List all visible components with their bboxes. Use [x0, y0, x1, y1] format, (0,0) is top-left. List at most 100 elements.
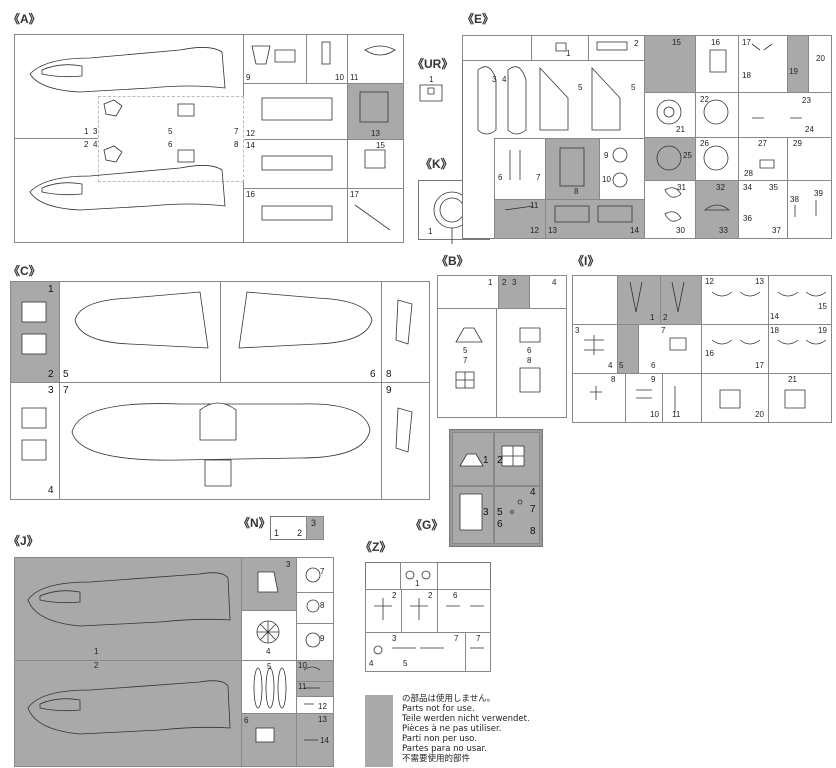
part-c-4: 4	[48, 485, 54, 496]
part-j-7: 7	[320, 567, 325, 576]
part-e-11: 11	[530, 201, 539, 210]
part-g-8: 8	[530, 526, 536, 537]
part-i-14: 14	[770, 312, 779, 321]
sprue-label-n: 《N》	[238, 516, 271, 530]
sprue-a-cell-16	[243, 188, 348, 243]
part-a-4: 4	[93, 140, 98, 149]
sprue-label-k: 《K》	[420, 157, 453, 171]
part-e-28: 28	[744, 169, 753, 178]
part-e-9: 9	[604, 151, 609, 160]
part-i-6: 6	[651, 361, 656, 370]
part-b-2: 2	[502, 278, 507, 287]
sprue-i-cell-14-15	[768, 275, 832, 325]
part-a-15: 15	[376, 141, 385, 150]
sprue-e-cell-top-left	[462, 35, 532, 61]
part-j-3: 3	[286, 560, 291, 569]
sprue-a-cell-13-unused	[347, 83, 404, 140]
part-e-16: 16	[711, 38, 720, 47]
part-i-2: 2	[663, 313, 668, 322]
part-a-5: 5	[168, 127, 173, 136]
legend-line-zh: 不需要使用的部件	[402, 754, 471, 764]
part-b-1: 1	[488, 278, 493, 287]
part-z-6: 6	[453, 591, 458, 600]
part-i-9: 9	[651, 375, 656, 384]
part-a-14: 14	[246, 141, 255, 150]
part-g-6: 6	[497, 519, 503, 530]
part-z-3: 3	[392, 634, 397, 643]
sprue-i-cell-18-19	[768, 324, 832, 374]
part-e-23: 23	[802, 96, 811, 105]
part-j-8: 8	[320, 601, 325, 610]
part-g-3: 3	[483, 507, 489, 518]
sprue-label-g: 《G》	[410, 518, 444, 532]
part-c-1: 1	[48, 284, 54, 295]
part-e-3: 3	[492, 75, 497, 84]
part-n-2: 2	[297, 528, 303, 538]
part-i-18: 18	[770, 326, 779, 335]
part-e-39: 39	[814, 189, 823, 198]
part-e-4: 4	[502, 75, 507, 84]
part-a-10: 10	[335, 73, 344, 82]
part-i-21: 21	[788, 375, 797, 384]
part-j-10: 10	[298, 661, 307, 670]
part-z-2b: 2	[428, 591, 433, 600]
part-i-1: 1	[650, 313, 655, 322]
sprue-e-cell-1	[531, 35, 589, 61]
legend-line-jp: の部品は使用しません。	[402, 694, 496, 704]
part-e-1: 1	[566, 49, 571, 58]
part-e-20: 20	[816, 54, 825, 63]
sprue-i-cell-2-unused	[660, 275, 702, 325]
part-c-3: 3	[48, 385, 54, 396]
part-a-16: 16	[246, 190, 255, 199]
sprue-j-cell-1-unused	[14, 557, 242, 661]
part-e-18: 18	[742, 71, 751, 80]
part-c-2: 2	[48, 369, 54, 380]
part-g-2: 2	[497, 455, 503, 466]
sprue-label-a: 《A》	[8, 12, 41, 26]
part-a-17: 17	[350, 190, 359, 199]
part-b-6: 6	[527, 346, 532, 355]
part-z-1: 1	[415, 579, 420, 588]
unused-part-swatch	[365, 695, 393, 767]
part-i-7: 7	[661, 326, 666, 335]
sprue-label-c: 《C》	[8, 264, 41, 278]
part-e-31: 31	[677, 183, 686, 192]
part-c-6: 6	[370, 369, 376, 380]
part-e-5b: 5	[631, 83, 636, 92]
part-e-29: 29	[793, 139, 802, 148]
part-j-13: 13	[318, 715, 327, 724]
sprue-b-cell-6-8	[496, 308, 567, 418]
legend-line-it: Parti non per uso.	[402, 734, 477, 744]
sprue-i-cell-16-17	[701, 324, 769, 374]
part-i-3: 3	[575, 326, 580, 335]
part-b-5: 5	[463, 346, 468, 355]
part-e-21: 21	[676, 125, 685, 134]
part-a-13: 13	[371, 129, 380, 138]
sprue-a-cell-12	[243, 83, 348, 140]
part-j-6: 6	[244, 716, 249, 725]
legend-line-de: Teile werden nicht verwendet.	[402, 714, 530, 724]
sprue-label-b: 《B》	[436, 254, 469, 268]
sprue-label-e: 《E》	[462, 12, 495, 26]
part-b-7: 7	[463, 356, 468, 365]
unused-parts-legend: の部品は使用しません。 Parts not for use. Teile wer…	[402, 694, 530, 764]
part-j-5: 5	[267, 662, 272, 671]
part-e-32: 32	[716, 183, 725, 192]
sprue-e-cell-15-unused	[644, 35, 696, 93]
part-e-2: 2	[634, 39, 639, 48]
sprue-e-cell-11-12-unused	[494, 199, 546, 239]
part-z-2: 2	[392, 591, 397, 600]
sprue-e-cell-29	[787, 137, 832, 181]
sprue-e-cell-32-33-unused	[695, 180, 739, 239]
sprue-i-cell-1-unused	[617, 275, 661, 325]
part-ur-1: 1	[429, 75, 434, 84]
part-i-11: 11	[672, 410, 681, 419]
part-e-15: 15	[672, 38, 681, 47]
part-c-9: 9	[386, 385, 392, 396]
part-e-27: 27	[758, 139, 767, 148]
part-a-12: 12	[246, 129, 255, 138]
part-g-7: 7	[530, 504, 536, 515]
